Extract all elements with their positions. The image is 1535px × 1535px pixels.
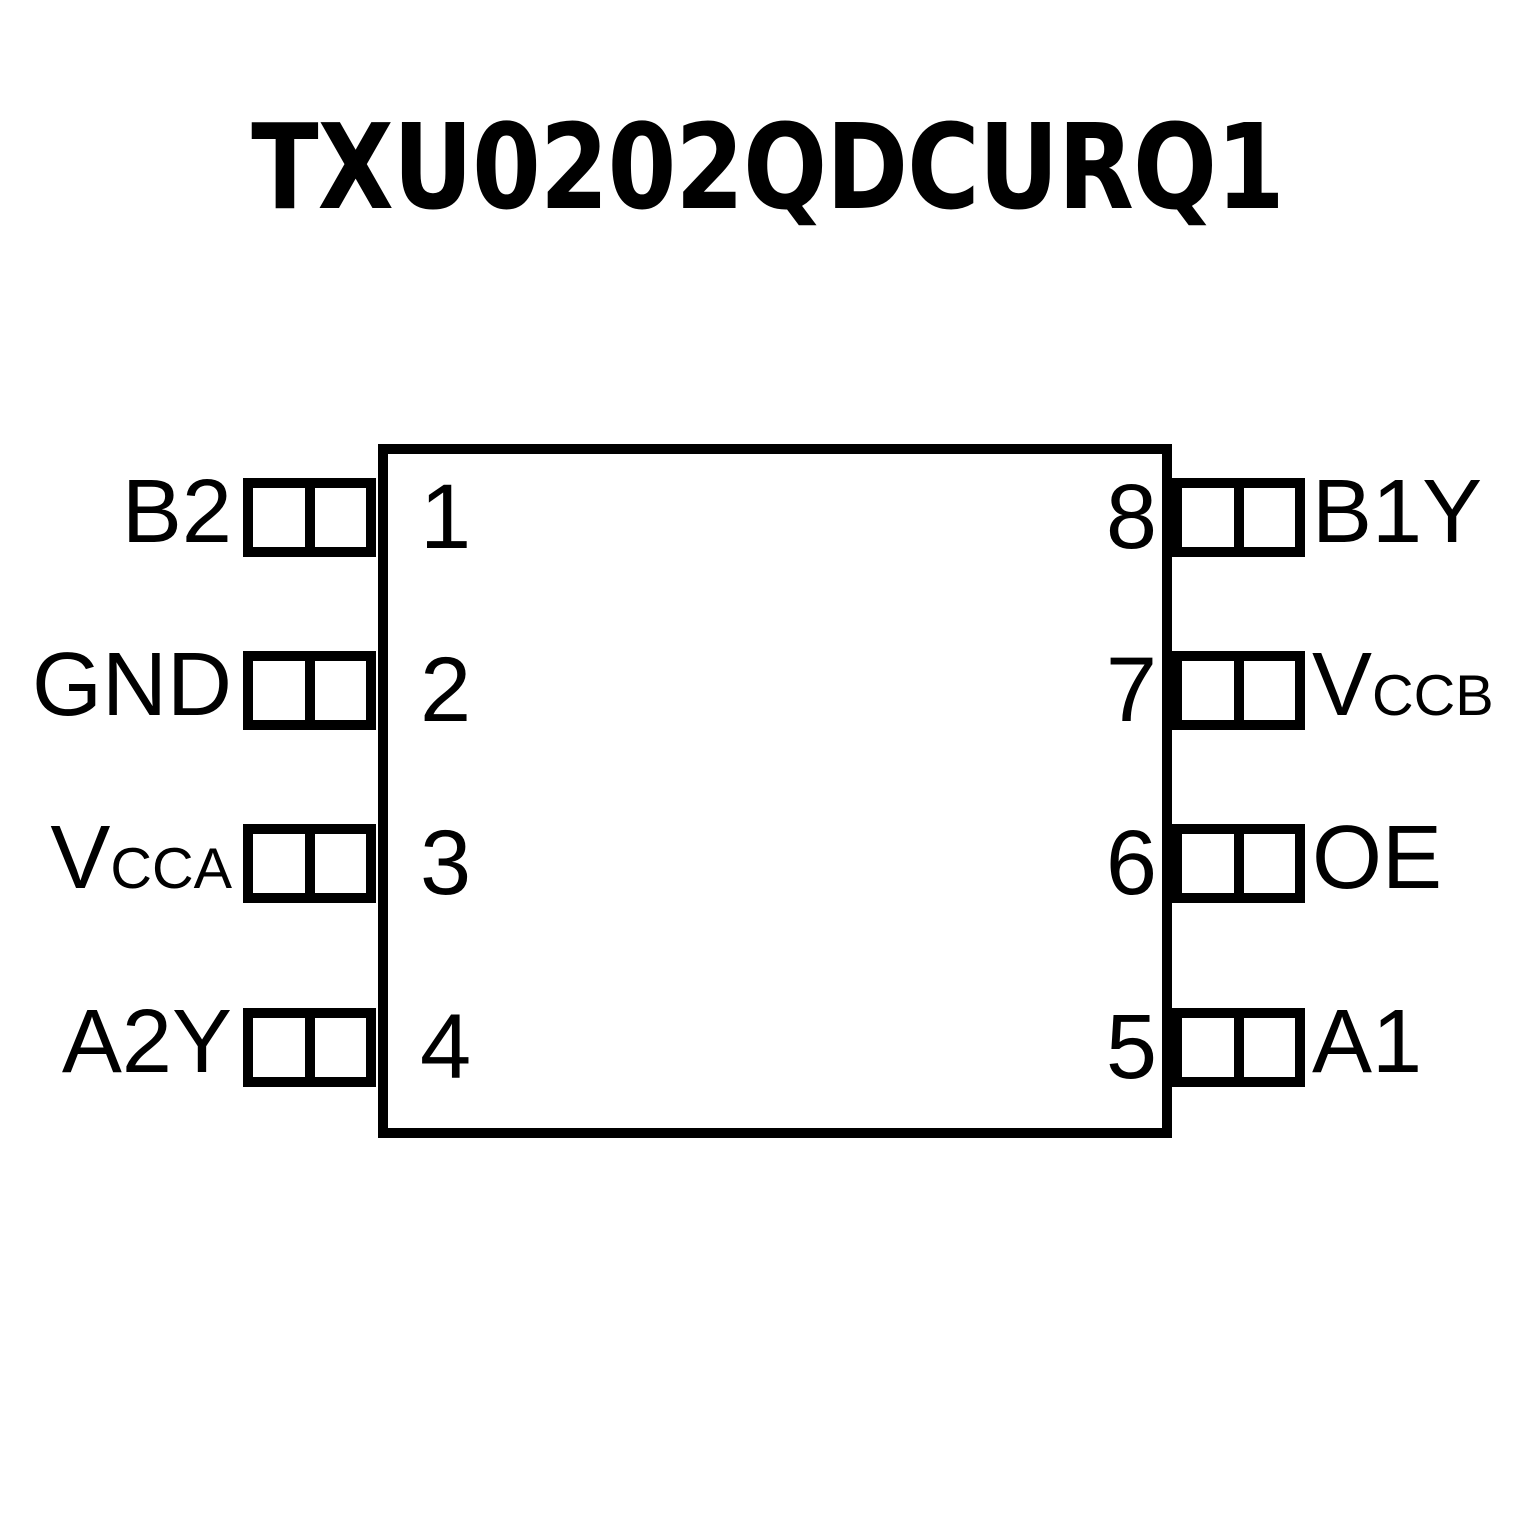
pin-label-text: B2	[121, 461, 232, 562]
pin-pad-half-inner	[1182, 488, 1239, 547]
pin-pad-half-outer	[1238, 834, 1296, 893]
pin-2-pad[interactable]	[243, 651, 376, 730]
pin-number-6: 6	[1105, 812, 1157, 914]
pin-label-a1: A1	[1312, 997, 1422, 1087]
pin-label-text: A1	[1312, 991, 1423, 1092]
pin-pad-half-outer	[253, 1018, 310, 1077]
pin-number-8: 8	[1105, 466, 1157, 568]
pin-pad-half-inner	[1182, 834, 1239, 893]
pin-number-3: 3	[420, 812, 472, 914]
pin-8-pad[interactable]	[1172, 478, 1305, 557]
pin-label-oe: OE	[1312, 813, 1442, 903]
pin-label-text: V	[50, 807, 111, 908]
pin-number-7: 7	[1105, 639, 1157, 741]
pin-pad-half-outer	[1238, 661, 1296, 720]
pin-5-pad[interactable]	[1172, 1008, 1305, 1087]
pin-number-2: 2	[420, 639, 472, 741]
pin-pad-half-outer	[253, 488, 310, 547]
pin-label-b2: B2	[122, 467, 232, 557]
pin-label-gnd: GND	[32, 640, 232, 730]
pin-1-pad[interactable]	[243, 478, 376, 557]
pin-pad-half-inner	[309, 1018, 367, 1077]
pin-label-b1y: B1Y	[1312, 467, 1482, 557]
pin-label-subscript: CCA	[110, 836, 232, 901]
chip-body-outline	[378, 444, 1172, 1138]
pin-pad-half-outer	[1238, 1018, 1296, 1077]
pin-pad-half-outer	[1238, 488, 1296, 547]
pin-label-text: V	[1312, 634, 1373, 735]
pin-pad-half-inner	[1182, 1018, 1239, 1077]
pin-label-subscript: CCB	[1372, 663, 1494, 728]
pin-number-1: 1	[420, 466, 472, 568]
pin-4-pad[interactable]	[243, 1008, 376, 1087]
pin-label-vcca: VCCA	[50, 813, 232, 903]
pin-label-text: A2Y	[61, 991, 232, 1092]
pin-7-pad[interactable]	[1172, 651, 1305, 730]
pin-label-text: B1Y	[1312, 461, 1483, 562]
pin-number-5: 5	[1105, 996, 1157, 1098]
pin-pad-half-inner	[1182, 661, 1239, 720]
pin-label-text: OE	[1312, 807, 1443, 908]
pin-pad-half-outer	[253, 834, 310, 893]
pin-label-text: GND	[32, 634, 232, 735]
page-title: TXU0202QDCURQ1	[251, 98, 1285, 236]
pin-pad-half-inner	[309, 834, 367, 893]
pin-6-pad[interactable]	[1172, 824, 1305, 903]
pin-label-vccb: VCCB	[1312, 640, 1494, 730]
pin-number-4: 4	[420, 996, 472, 1098]
pin-pad-half-outer	[253, 661, 310, 720]
pin-label-a2y: A2Y	[62, 997, 232, 1087]
pin-pad-half-inner	[309, 488, 367, 547]
pin-pad-half-inner	[309, 661, 367, 720]
pin-3-pad[interactable]	[243, 824, 376, 903]
